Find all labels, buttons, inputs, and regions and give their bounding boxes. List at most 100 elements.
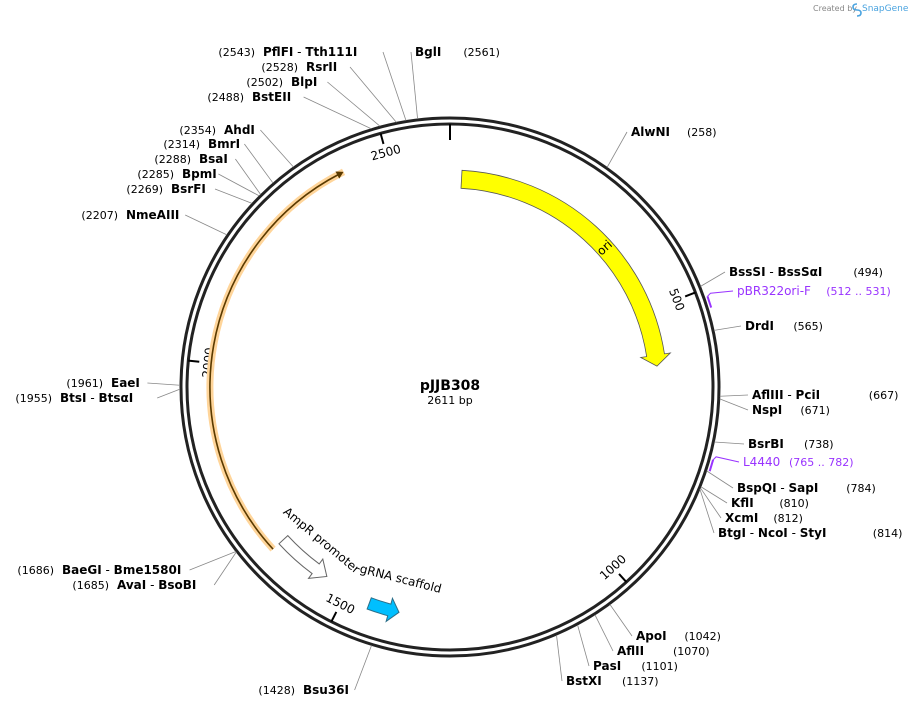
site-name[interactable]: BssSI - BssSαI	[729, 265, 822, 279]
site-nmeaiii[interactable]: (2207)NmeAIII	[81, 208, 228, 236]
site-name[interactable]: NmeAIII	[126, 208, 179, 222]
site-name[interactable]: BtgI - NcoI - StyI	[718, 526, 826, 540]
site-name[interactable]: AflII	[617, 644, 644, 658]
site-connector	[606, 131, 628, 168]
site-afliii[interactable]: AflIII - PciI(667)	[719, 388, 899, 402]
site-position: (1101)	[641, 660, 678, 673]
feature-ampr-arc[interactable]	[209, 173, 340, 550]
site-name-part: BsrFI	[171, 182, 206, 196]
tick-mark	[330, 611, 338, 623]
site-bsrbi[interactable]: BsrBI(738)	[714, 437, 834, 451]
site-name[interactable]: BmrI	[208, 137, 240, 151]
site-aflii[interactable]: AflII(1070)	[594, 614, 710, 658]
site-rsrii[interactable]: (2528)RsrII	[261, 60, 397, 123]
site-position: (1955)	[15, 392, 52, 405]
feature-grna-scaffold-label: gRNA scaffold	[358, 562, 443, 596]
site-blpi[interactable]: (2502)BlpI	[246, 75, 381, 127]
site-ahdi[interactable]: (2354)AhdI	[179, 123, 294, 168]
site-name-part: PciI	[796, 388, 821, 402]
feature-ori-arrow[interactable]	[460, 169, 672, 367]
site-name[interactable]: BsrFI	[171, 182, 206, 196]
site-btsi[interactable]: (1955) BtsI - BtsαI	[15, 388, 181, 405]
site-name[interactable]: AvaI - BsoBI	[117, 578, 196, 592]
site-bsssi[interactable]: BssSI - BssSαI(494)	[700, 265, 883, 287]
site-name[interactable]: BsaI	[199, 152, 228, 166]
site-bsrfi[interactable]: (2269)BsrFI	[126, 182, 253, 204]
site-name[interactable]: Bsu36I	[303, 683, 349, 697]
site-name-part: StyI	[800, 526, 827, 540]
site-apoi[interactable]: ApoI (1042)	[609, 604, 721, 643]
primer-name[interactable]: L4440	[743, 455, 780, 469]
site-name[interactable]: NspI	[752, 403, 782, 417]
site-position: (2543)	[218, 46, 255, 59]
site-name[interactable]: XcmI	[725, 511, 758, 525]
site-position: (2561)	[463, 46, 500, 59]
site-bmri[interactable]: (2314)BmrI	[163, 137, 274, 184]
primer-connector	[712, 456, 740, 463]
site-position: (1685)	[72, 579, 109, 592]
site-position: (1686)	[17, 564, 54, 577]
site-connector	[609, 604, 633, 637]
site-bpmi[interactable]: (2285)BpmI	[137, 167, 260, 197]
site-bgli[interactable]: BglI (2561)	[410, 45, 500, 119]
primer-range: (765 .. 782)	[789, 456, 854, 469]
plasmid-name: pJJB308	[420, 378, 480, 394]
site-bsai[interactable]: (2288)BsaI	[154, 152, 261, 195]
site-name[interactable]: BpmI	[182, 167, 217, 181]
primer-mark[interactable]	[706, 295, 713, 308]
site-name[interactable]: BstXI	[566, 674, 602, 688]
site-btgi[interactable]: BtgI - NcoI - StyI(814)	[699, 489, 902, 540]
site-position: (2488)	[207, 91, 244, 104]
site-name-part: RsrII	[306, 60, 337, 74]
site-name[interactable]: BtsI - BtsαI	[60, 391, 133, 405]
site-alwni[interactable]: AlwNI(258)	[606, 125, 717, 168]
site-name[interactable]: AhdI	[224, 123, 255, 137]
credit-prefix: Created by	[813, 4, 857, 13]
site-drdi[interactable]: DrdI(565)	[713, 319, 823, 333]
site-name[interactable]: EaeI	[111, 376, 140, 390]
tick-mark	[618, 573, 628, 583]
site-name[interactable]: RsrII	[306, 60, 337, 74]
site-name-part: BmrI	[208, 137, 240, 151]
site-connector	[303, 96, 372, 130]
site-connector	[214, 188, 253, 204]
site-name[interactable]: PasI	[593, 659, 621, 673]
site-pasi[interactable]: PasI (1101)	[577, 624, 678, 673]
site-eaei[interactable]: (1961)EaeI	[66, 376, 181, 390]
site-name-part: XcmI	[725, 511, 758, 525]
site-name[interactable]: BglI	[415, 45, 441, 59]
site-name[interactable]: BaeGI - Bme1580I	[62, 563, 181, 577]
primer-mark[interactable]	[708, 459, 715, 472]
site-name[interactable]: PflFI - Tth111I	[263, 45, 357, 59]
site-name[interactable]: AflIII - PciI	[752, 388, 820, 402]
site-name[interactable]: BsrBI	[748, 437, 784, 451]
site-pflfi[interactable]: (2543) PflFI - Tth111I	[218, 45, 407, 121]
site-name-part: AflIII	[752, 388, 784, 402]
site-kfli[interactable]: KflI(810)	[700, 486, 809, 510]
site-avai[interactable]: (1685) AvaI - BsoBI	[72, 551, 237, 592]
site-xcmi[interactable]: XcmI(812)	[700, 487, 803, 525]
site-bsteii[interactable]: (2488) BstEII	[207, 90, 372, 130]
site-name[interactable]: ApoI	[636, 629, 667, 643]
site-name[interactable]: AlwNI	[631, 125, 670, 139]
site-connector	[699, 489, 715, 534]
site-baegi[interactable]: (1686) BaeGI - Bme1580I	[17, 551, 237, 577]
feature-ampr-promoter-arrow[interactable]	[278, 534, 328, 580]
site-name-part: EaeI	[111, 376, 140, 390]
site-name-part: ApoI	[636, 629, 667, 643]
site-nspi[interactable]: NspI(671)	[719, 398, 830, 417]
site-name[interactable]: DrdI	[745, 319, 774, 333]
primer-name[interactable]: pBR322ori-F	[737, 284, 811, 298]
site-name[interactable]: BlpI	[291, 75, 317, 89]
feature-grna-scaffold-arrow[interactable]	[366, 596, 400, 623]
site-bsu36i[interactable]: (1428)Bsu36I	[258, 645, 372, 697]
site-name[interactable]: BspQI - SapI	[737, 481, 818, 495]
site-bspqi[interactable]: BspQI - SapI(784)	[706, 470, 876, 495]
site-name[interactable]: BstEII	[252, 90, 291, 104]
site-bstxi[interactable]: BstXI(1137)	[556, 635, 659, 688]
site-position: (1042)	[684, 630, 721, 643]
site-name-part: BpmI	[182, 167, 217, 181]
tick-label: 500	[666, 286, 687, 312]
site-name[interactable]: KflI	[731, 496, 754, 510]
